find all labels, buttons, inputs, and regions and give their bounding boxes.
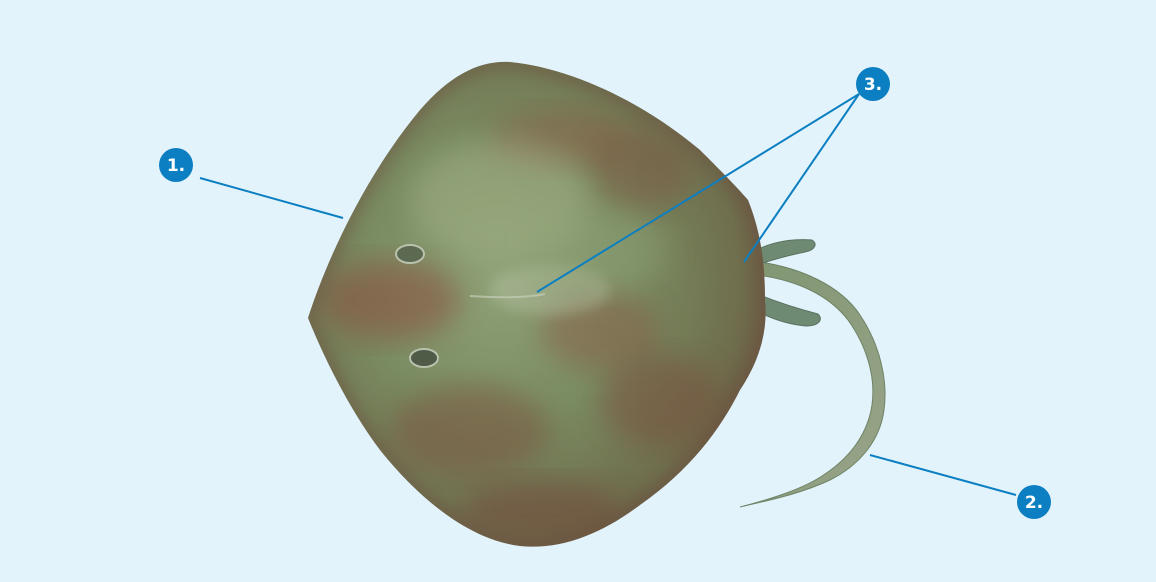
label-3-text: 3. (864, 75, 882, 95)
label-2-text: 2. (1025, 493, 1043, 513)
callout-line-2 (870, 455, 1016, 495)
label-badge-2: 2. (1017, 485, 1051, 519)
label-1-text: 1. (167, 156, 185, 176)
callout-line-1 (200, 178, 343, 218)
callout-line-3b (744, 94, 859, 262)
eye-left (396, 245, 424, 263)
label-badge-1: 1. (159, 148, 193, 182)
label-badge-3: 3. (856, 67, 890, 101)
stingray-disc (308, 62, 766, 547)
eye-right (410, 349, 438, 367)
